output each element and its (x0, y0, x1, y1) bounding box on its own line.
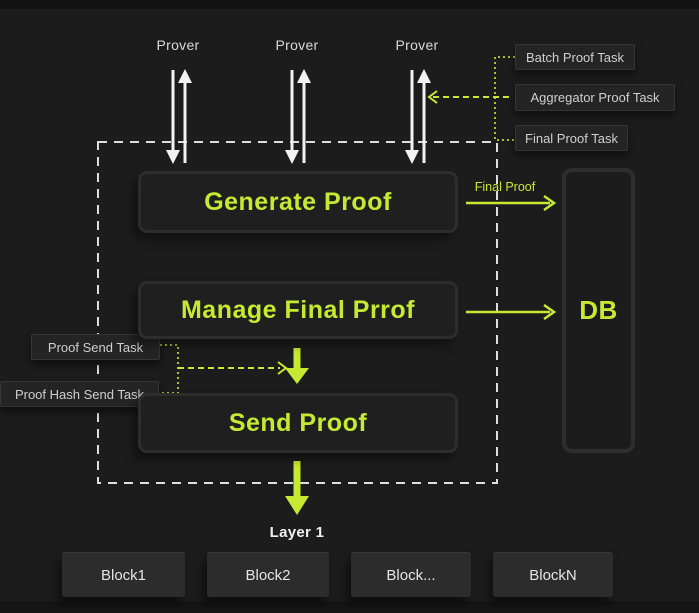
prover-arrows (166, 69, 431, 164)
dashed-boundary (97, 141, 498, 484)
right-task-connectors (494, 56, 515, 141)
task-tag-proof-send: Proof Send Task (31, 334, 160, 360)
node-db: DB (562, 168, 635, 453)
final-proof-arrow-label: Final Proof (474, 180, 536, 194)
manage-to-send-arrow (285, 348, 309, 384)
left-task-connectors (159, 344, 179, 394)
prover-label-2: Prover (275, 37, 319, 53)
block-node-3: Block... (351, 552, 471, 597)
bottom-edge-bar (0, 601, 699, 613)
block-node-2: Block2 (207, 552, 329, 597)
block-node-n: BlockN (493, 552, 613, 597)
aggregator-task-arrow (427, 90, 513, 104)
send-to-layer1-arrow (285, 461, 309, 515)
task-tag-proof-hash-send: Proof Hash Send Task (0, 381, 159, 407)
top-edge-bar (0, 0, 699, 9)
layer1-label: Layer 1 (269, 524, 325, 541)
node-manage-final-proof: Manage Final Prrof (138, 281, 458, 339)
final-proof-arrow (466, 194, 557, 212)
task-tag-aggregator-proof: Aggregator Proof Task (515, 84, 675, 111)
send-task-arrow (178, 361, 288, 375)
node-generate-proof: Generate Proof (138, 171, 458, 233)
prover-label-3: Prover (395, 37, 439, 53)
task-tag-batch-proof: Batch Proof Task (515, 44, 635, 70)
node-send-proof: Send Proof (138, 393, 458, 453)
prover-label-1: Prover (156, 37, 200, 53)
manage-to-db-arrow (466, 303, 557, 321)
task-tag-final-proof: Final Proof Task (515, 125, 628, 151)
block-node-1: Block1 (62, 552, 185, 597)
